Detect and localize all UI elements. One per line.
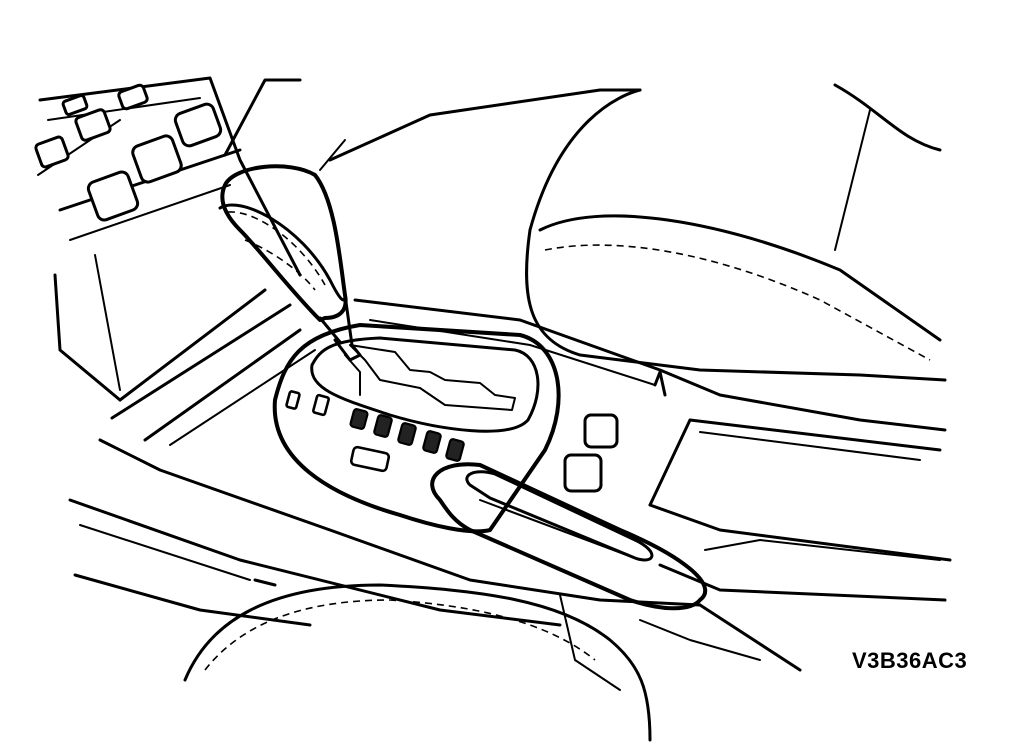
switch-6	[422, 430, 442, 454]
climate-button-row	[34, 83, 223, 222]
panel-button-2	[117, 83, 149, 111]
switch-4	[373, 414, 393, 438]
switch-5	[397, 422, 417, 446]
switch-2	[312, 393, 330, 417]
panel-button-5	[173, 102, 223, 148]
gear-shift-knob	[218, 164, 362, 362]
front-seat	[223, 78, 947, 382]
switch-7	[445, 438, 465, 462]
panel-button-7	[86, 170, 140, 222]
figure-code-label: V3B36AC3	[852, 648, 968, 673]
panel-button-4	[34, 135, 70, 169]
side-button-lower	[563, 453, 603, 493]
side-button-upper	[583, 413, 619, 449]
switch-3	[349, 408, 369, 430]
panel-button-3	[74, 108, 112, 142]
bezel-switches	[285, 390, 465, 473]
panel-button-6	[131, 134, 183, 184]
switch-wide	[349, 445, 391, 473]
shift-bezel	[272, 323, 561, 534]
console-body	[68, 298, 952, 672]
parking-brake-lever	[430, 462, 708, 611]
side-buttons	[563, 413, 619, 493]
switch-1	[285, 390, 301, 410]
panel-button-1	[61, 94, 89, 116]
foreground-armrest	[183, 578, 761, 742]
